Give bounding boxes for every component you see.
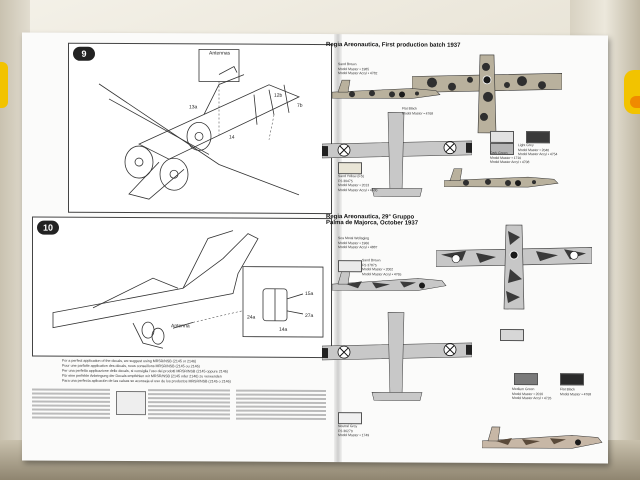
step-10-callout-antenna: Antenna xyxy=(171,323,190,330)
step-9-panel: 9 xyxy=(68,42,332,215)
decal-application-notes: For a perfect application of the decals,… xyxy=(62,359,312,385)
step-9-callout-7b: 7b xyxy=(297,102,303,109)
orange-object-right xyxy=(630,96,640,108)
section-1-sideview-bottom xyxy=(444,168,559,188)
step-9-callout-13a: 13a xyxy=(189,104,198,111)
swatch-s1-sand xyxy=(338,162,362,175)
instruction-sheet: 9 xyxy=(22,32,608,464)
step-9-assembly-drawing xyxy=(98,48,300,200)
yellow-object-left xyxy=(0,62,8,108)
note-line-es: Para una perfecta aplicación de las calc… xyxy=(62,378,231,384)
text-column-1 xyxy=(32,387,110,421)
swatch-s2-darkgrey xyxy=(514,373,538,386)
swatch-s1-black xyxy=(526,131,550,144)
section-2-camo-topview xyxy=(436,224,592,310)
section-2-underside-grey xyxy=(322,312,472,401)
section-1-sideview-top xyxy=(332,79,441,99)
swatch-s2-blue xyxy=(338,260,362,273)
step-10-callout-24a: 24a xyxy=(247,314,256,321)
swatch-s2-neutral xyxy=(338,412,362,425)
step-10-callout-27a: 27a xyxy=(305,312,314,319)
step-10-callout-15a: 15a xyxy=(305,290,314,297)
instruction-columns xyxy=(32,387,332,459)
text-column-3 xyxy=(236,388,326,422)
section-1-camo-topview xyxy=(412,54,562,134)
step-10-panel: 10 Antenna xyxy=(32,216,332,359)
step-9-callout-12b: 12b xyxy=(274,92,283,99)
step-9-callout-antennas: Antennas xyxy=(209,50,231,57)
section-1-underside-grey xyxy=(322,112,472,197)
text-column-2 xyxy=(148,387,230,421)
decal-diagram-box xyxy=(116,390,146,416)
step-10-callout-14a: 14a xyxy=(279,326,288,333)
section-2-sideview-bottom xyxy=(482,426,603,449)
step-10-assembly-drawing xyxy=(52,230,324,349)
step-9-callout-14: 14 xyxy=(229,134,235,141)
section-2-sideview-top xyxy=(332,269,447,291)
swatch-s2-brown xyxy=(500,328,524,342)
swatch-s1-grey xyxy=(490,130,514,144)
section-2-title: Regia Areonautica, 29° Gruppo Palma de M… xyxy=(326,214,419,227)
swatch-s2-black xyxy=(560,373,584,386)
